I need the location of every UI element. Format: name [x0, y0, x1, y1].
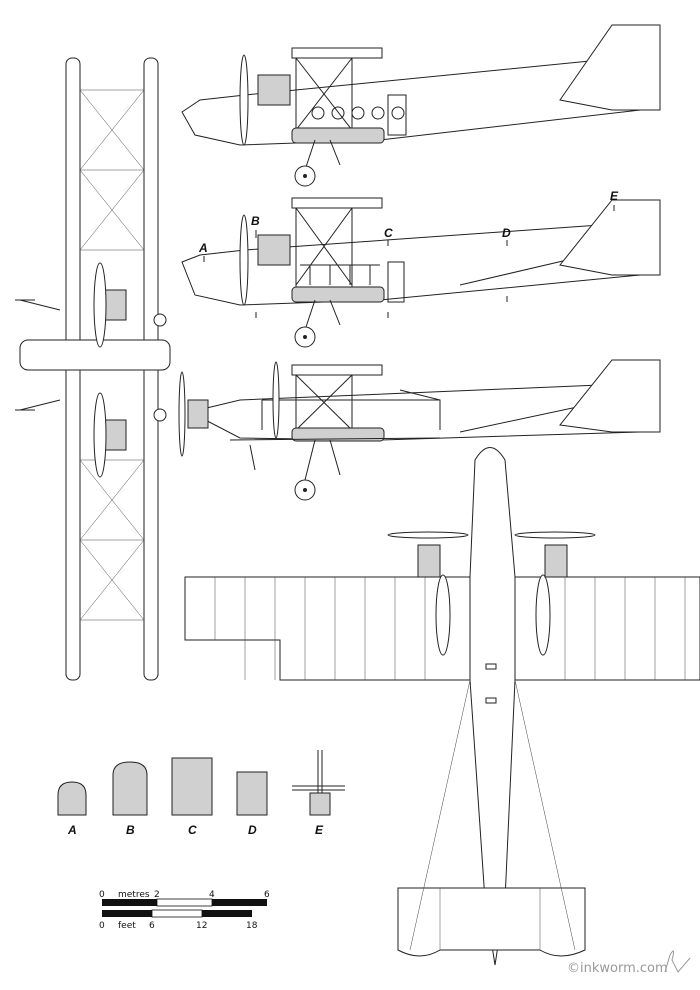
plan-view-rotated [15, 57, 171, 681]
feet-tick-12: 12 [196, 921, 207, 931]
credit-text: ©inkworm.com [567, 961, 668, 976]
side-view-3 [178, 359, 661, 501]
marker-b: B [251, 214, 260, 228]
feet-label: feet [118, 921, 136, 931]
feet-tick-18: 18 [246, 921, 258, 931]
feet-tick-6: 6 [149, 921, 155, 931]
marker-c: C [384, 226, 393, 240]
section-label-d: D [248, 823, 257, 837]
feet-tick-0: 0 [99, 921, 105, 931]
side-view-2: A B C D E [181, 189, 661, 348]
side-view-1 [181, 24, 661, 187]
section-label-e: E [315, 823, 324, 837]
scale-bar: 0 metres 2 4 6 0 feet 6 12 18 [99, 890, 270, 931]
cross-sections: A B C D E [57, 750, 345, 837]
metres-tick-2: 2 [154, 890, 160, 900]
section-label-c: C [188, 823, 197, 837]
metres-label: metres [118, 890, 150, 900]
marker-a: A [198, 241, 208, 255]
marker-e: E [610, 189, 619, 203]
metres-tick-6: 6 [264, 890, 270, 900]
section-label-b: B [126, 823, 135, 837]
metres-tick-4: 4 [209, 890, 215, 900]
marker-d: D [502, 226, 511, 240]
section-label-a: A [67, 823, 77, 837]
signature-icon [664, 950, 691, 973]
metres-tick-0: 0 [99, 890, 105, 900]
plan-view [184, 447, 700, 966]
